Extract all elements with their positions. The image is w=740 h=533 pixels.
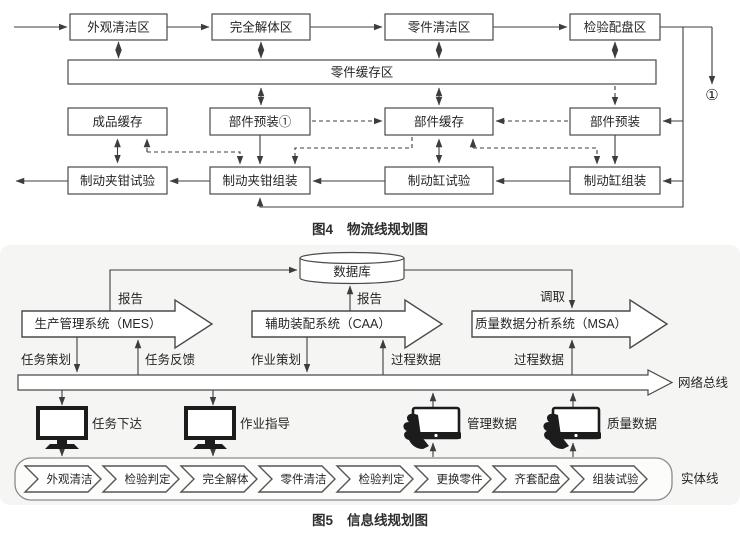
- fig5-caption: 图5 信息线规划图: [0, 509, 740, 529]
- mes-arrow: 生产管理系统（MES）: [21, 298, 214, 350]
- inspection-tray-zone-box: 检验配盘区: [569, 13, 661, 41]
- cylinder-test-box: 制动缸试验: [384, 166, 494, 195]
- component-preassembly-1-box: 部件预装①: [209, 107, 311, 136]
- step-chevron-3: 零件清洁: [257, 465, 336, 493]
- complete-disassembly-zone-label: 完全解体区: [230, 20, 293, 35]
- step-label-6: 齐套配盘: [515, 472, 561, 486]
- report-caa-label: 报告: [357, 291, 382, 306]
- step-chevron-7: 组装试验: [569, 465, 648, 493]
- entity-line-label: 实体线: [681, 471, 719, 486]
- step-chevron-1: 检验判定: [101, 465, 180, 493]
- finished-product-buffer-label: 成品缓存: [92, 115, 142, 129]
- parts-buffer-label: 零件缓存区: [331, 66, 394, 80]
- step-chevron-6: 齐套配盘: [491, 465, 570, 493]
- caliper-test-box: 制动夹钳试验: [67, 166, 168, 195]
- offpage-connector-1: ①: [705, 87, 718, 104]
- caa-arrow: 辅助装配系统（CAA）: [251, 298, 444, 350]
- caa-label: 辅助装配系统（CAA）: [265, 317, 391, 331]
- step-label-1: 检验判定: [125, 472, 171, 486]
- fig4-diagram: ① 外观清洁区 完全解体区 零件清洁区 检验配盘区 零件缓存区 成品缓存: [14, 13, 719, 208]
- task-issue-label: 任务下达: [92, 416, 143, 431]
- retrieve-label: 调取: [540, 290, 566, 304]
- cylinder-test-label: 制动缸试验: [408, 173, 471, 188]
- step-chevron-5: 更换零件: [413, 465, 492, 493]
- job-plan-label: 作业策划: [251, 352, 301, 367]
- complete-disassembly-zone-box: 完全解体区: [211, 13, 311, 41]
- exterior-cleaning-zone-label: 外观清洁区: [87, 21, 150, 35]
- component-preassembly-label: 部件预装: [590, 114, 640, 129]
- fig5-connectors: [58, 266, 577, 457]
- step-chevron-2: 完全解体: [179, 465, 258, 493]
- step-label-3: 零件清洁: [281, 472, 327, 486]
- job-guidance-label: 作业指导: [240, 416, 290, 431]
- mes-label: 生产管理系统（MES）: [34, 316, 161, 331]
- step-label-7: 组装试验: [593, 472, 639, 486]
- fig4-dashed-connectors: [114, 41, 619, 165]
- inspection-tray-zone-label: 检验配盘区: [584, 20, 647, 35]
- process-data-msa-label: 过程数据: [514, 352, 564, 367]
- finished-product-buffer-box: 成品缓存: [67, 107, 168, 136]
- parts-buffer-box: 零件缓存区: [67, 59, 657, 85]
- fig5-diagram: 数据库 报告 报告 调取 生产管理系统（MES） 辅助装配系统（CAA） 质量数…: [14, 251, 729, 501]
- caliper-assembly-box: 制动夹钳组装: [209, 166, 311, 195]
- fig4-caption: 图4 物流线规划图: [0, 218, 740, 238]
- entity-line-container: [14, 457, 673, 501]
- msa-arrow: 质量数据分析系统（MSA）: [471, 298, 669, 350]
- component-preassembly-1-label: 部件预装①: [229, 114, 292, 129]
- tablet-icon-quality: [543, 406, 601, 449]
- fig4-solid-connectors: [14, 23, 716, 208]
- fig4-caption-title: 物流线规划图: [347, 222, 428, 237]
- monitor-icon-job: [184, 406, 236, 449]
- cylinder-assembly-box: 制动缸组装: [569, 166, 661, 195]
- network-bus-arrow: 网络总线: [17, 369, 729, 396]
- fig5-caption-number: 图5: [311, 513, 333, 528]
- msa-label: 质量数据分析系统（MSA）: [475, 316, 627, 331]
- component-preassembly-box: 部件预装: [569, 107, 661, 136]
- step-label-5: 更换零件: [437, 472, 483, 486]
- caliper-assembly-label: 制动夹钳组装: [222, 174, 297, 188]
- step-chevron-4: 检验判定: [335, 465, 414, 493]
- cylinder-assembly-label: 制动缸组装: [584, 173, 647, 188]
- parts-cleaning-zone-label: 零件清洁区: [408, 21, 471, 35]
- fig5-panel: 数据库 报告 报告 调取 生产管理系统（MES） 辅助装配系统（CAA） 质量数…: [0, 245, 740, 505]
- task-plan-label: 任务策划: [21, 352, 71, 367]
- parts-cleaning-zone-box: 零件清洁区: [384, 13, 494, 41]
- report-mes-label: 报告: [118, 291, 143, 306]
- component-buffer-box: 部件缓存: [384, 107, 494, 136]
- step-chevron-0: 外观清洁: [23, 465, 102, 493]
- network-bus-label: 网络总线: [678, 375, 729, 390]
- step-label-4: 检验判定: [359, 472, 405, 486]
- fig4-caption-number: 图4: [311, 222, 333, 237]
- tablet-icon-management: [403, 406, 461, 449]
- quality-data-label: 质量数据: [607, 416, 657, 431]
- database-label: 数据库: [333, 264, 371, 279]
- exterior-cleaning-zone-box: 外观清洁区: [69, 13, 168, 41]
- caliper-test-label: 制动夹钳试验: [80, 173, 156, 188]
- management-data-label: 管理数据: [467, 416, 517, 431]
- step-label-2: 完全解体: [203, 472, 249, 486]
- step-label-0: 外观清洁: [47, 473, 93, 486]
- database-cylinder: 数据库: [299, 251, 405, 285]
- monitor-icon-task: [36, 406, 88, 449]
- fig5-caption-title: 信息线规划图: [347, 513, 428, 528]
- component-buffer-label: 部件缓存: [414, 114, 464, 129]
- task-feedback-label: 任务反馈: [145, 352, 195, 367]
- process-data-caa-label: 过程数据: [391, 352, 441, 367]
